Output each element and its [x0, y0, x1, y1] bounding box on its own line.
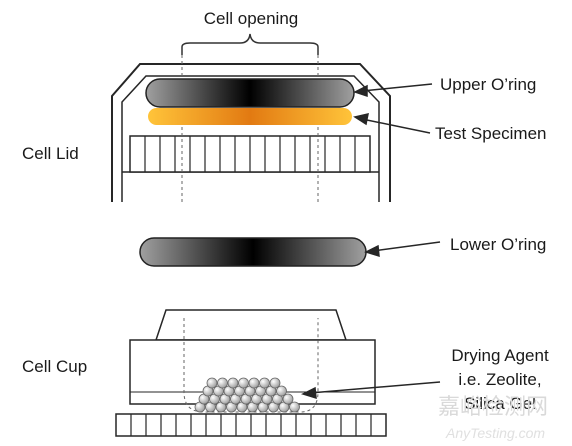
cell-opening-brace — [181, 33, 319, 55]
cell-lid — [111, 55, 391, 205]
drying-bead — [217, 377, 228, 389]
drying-bead — [248, 377, 260, 389]
test-specimen — [148, 108, 352, 125]
lower-oring-arrow — [372, 241, 441, 252]
upper-oring-arrow — [361, 83, 433, 92]
test-specimen-label: Test Specimen — [435, 124, 547, 143]
cell-cup — [115, 309, 387, 437]
upper-oring — [145, 78, 355, 108]
drying-bead — [269, 377, 281, 389]
drying-agent-arrowhead — [300, 386, 317, 400]
lower-oring-label: Lower O’ring — [450, 235, 546, 254]
drying-bead — [238, 377, 249, 389]
drying-bead — [259, 377, 270, 389]
drying-bead — [227, 377, 239, 389]
drying-bead — [206, 377, 218, 389]
drying-bead — [282, 393, 294, 405]
cup-well-guide — [183, 318, 319, 413]
lid-grid-ribs — [144, 136, 356, 172]
upper-oring-label: Upper O’ring — [440, 75, 536, 94]
lid-outer-shell — [111, 63, 391, 202]
callout-arrows — [300, 83, 441, 400]
cell-cup-label: Cell Cup — [22, 357, 87, 376]
test-specimen-arrow — [361, 118, 431, 134]
drying-agent-arrow — [309, 381, 441, 394]
drying-agent-label-line2: i.e. Zeolite, — [458, 370, 541, 389]
cell-opening-label: Cell opening — [204, 9, 299, 28]
drying-agent-label-line3: Silica Gel — [464, 394, 536, 413]
drying-bead — [289, 401, 300, 413]
watermark-en: AnyTesting.com — [445, 425, 545, 441]
lid-inner-shell — [121, 75, 380, 202]
cell-lid-label: Cell Lid — [22, 144, 79, 163]
watermark-cn: 嘉峪检测网 — [438, 395, 548, 420]
lower-oring — [139, 237, 367, 267]
drying-agent-label-line1: Drying Agent — [451, 346, 549, 365]
drying-agent-beads — [194, 377, 300, 413]
lower-oring-arrowhead — [363, 244, 380, 258]
drying-bead — [276, 385, 287, 397]
cup-base-ribs — [130, 414, 372, 436]
test-specimen-arrowhead — [353, 113, 369, 126]
upper-oring-arrowhead — [353, 84, 368, 98]
